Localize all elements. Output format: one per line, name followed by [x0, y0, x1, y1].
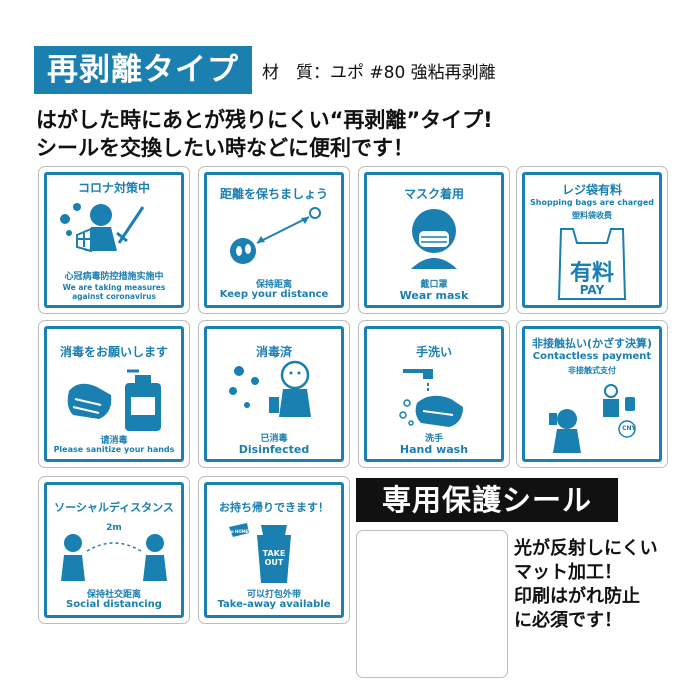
caption-en: Keep your distance [219, 289, 329, 300]
bag-text-paid: 有料 [569, 261, 614, 286]
caption-en-line2: against coronavirus [72, 292, 156, 301]
spray-person-icon [229, 360, 311, 417]
caption-en: Take-away available [217, 599, 331, 610]
subtitle-cn: 非接触式支付 [568, 366, 616, 375]
contactless-payment-icon [549, 384, 636, 453]
sticker-title: 消毒済 [255, 345, 292, 359]
caption-cn: 保持距离 [255, 280, 292, 290]
subtitle-en: Shopping bags are charged [530, 198, 654, 207]
caption-en: Hand wash [399, 443, 469, 456]
two-people-distance-icon [61, 534, 167, 581]
distance-label: 2m [106, 523, 122, 533]
sticker-title: お持ち帰りできます！ [219, 501, 329, 514]
sticker-title: マスク着用 [403, 187, 464, 201]
sticker-disinfected: 消毒済 已消毒 Disinfected [198, 320, 350, 468]
caption-en: Wear mask [399, 289, 469, 302]
caption-cn: 洗手 [424, 434, 443, 444]
caption-cn: 心冠病毒防控措施实施中 [64, 272, 164, 282]
caption-en-line1: We are taking measures [62, 283, 166, 292]
caption-cn: 请消毒 [100, 436, 128, 446]
caption-en: Please sanitize your hands [53, 445, 175, 454]
bubble-text: Go HOME [227, 529, 249, 534]
sticker-title: 手洗い [415, 345, 452, 359]
footprints-distance-icon [230, 207, 321, 264]
material-label: 材 質：ユポ #80 強粘再剥離 [262, 63, 496, 83]
subtitle-cn: 塑料袋收费 [572, 211, 612, 220]
sticker-please-sanitize: 消毒をお願いします 请消毒 Please sanitize your hands [38, 320, 190, 468]
protect-note-line-2: マット加工！ [514, 562, 622, 583]
sticker-corona-measures: コロナ対策中 心冠病毒防控措施实施中 We are taking measure… [38, 166, 190, 314]
caption-cn: 戴口罩 [420, 280, 448, 290]
caption-cn: 可以打包外带 [246, 590, 301, 600]
takeout-cup-icon [229, 523, 291, 583]
sticker-hand-wash: 手洗い 洗手 Hand wash [358, 320, 510, 468]
caption-cn: 保持社交距离 [86, 590, 141, 600]
sticker-title: 消毒をお願いします [59, 345, 168, 359]
faucet-hands-icon [399, 369, 463, 427]
caption-cn: 已消毒 [260, 434, 288, 444]
description-line-2: シールを交換したい時などに便利です！ [36, 136, 414, 160]
cup-badge: TAKE OUT [262, 549, 286, 567]
sticker-wear-mask: マスク着用 戴口罩 Wear mask [358, 166, 510, 314]
coin-label: CNY [622, 425, 636, 432]
sticker-bag-charge: レジ袋有料 Shopping bags are charged 塑料袋收费 有料… [516, 166, 668, 314]
protect-note-line-4: に必須です！ [514, 610, 622, 631]
sticker-title: 距離を保ちましょう [219, 187, 328, 201]
bag-text-pay: PAY [579, 283, 605, 297]
subtitle-en: Contactless payment [532, 351, 652, 362]
sticker-title: コロナ対策中 [77, 181, 150, 195]
sticker-contactless: 非接触払い(かざす決算) Contactless payment 非接触式支付 … [516, 320, 668, 468]
protect-note-line-1: 光が反射しにくい [514, 538, 658, 559]
protect-note-line-3: 印刷はがれ防止 [514, 586, 640, 607]
protect-sticker-tag: 専用保護シール [356, 478, 618, 522]
caption-en: Disinfected [238, 443, 310, 456]
rewrite-type-tag: 再剥離タイプ [34, 46, 252, 94]
sticker-keep-distance: 距離を保ちましょう 保持距离 Keep your distance [198, 166, 350, 314]
sticker-title: ソーシャルディスタンス [54, 501, 174, 514]
sanitizer-bottle-icon [67, 369, 161, 431]
caption-en: Social distancing [66, 599, 162, 610]
sticker-take-away: お持ち帰りできます！ Go HOME TAKE OUT 可以打包外带 Take-… [198, 476, 350, 624]
sticker-title: 非接触払い(かざす決算) [531, 337, 653, 350]
shopping-bag-icon [557, 228, 627, 300]
coronavirus-guard-icon [60, 203, 145, 253]
description-line-1: はがした時にあとが残りにくい“再剥離”タイプ! [36, 108, 493, 132]
sticker-title: レジ袋有料 [561, 183, 622, 197]
sticker-social-distancing: ソーシャルディスタンス 2m 保持社交距离 Social distancing [38, 476, 190, 624]
mask-face-icon [411, 209, 457, 269]
protect-sticker-sample [356, 530, 508, 678]
